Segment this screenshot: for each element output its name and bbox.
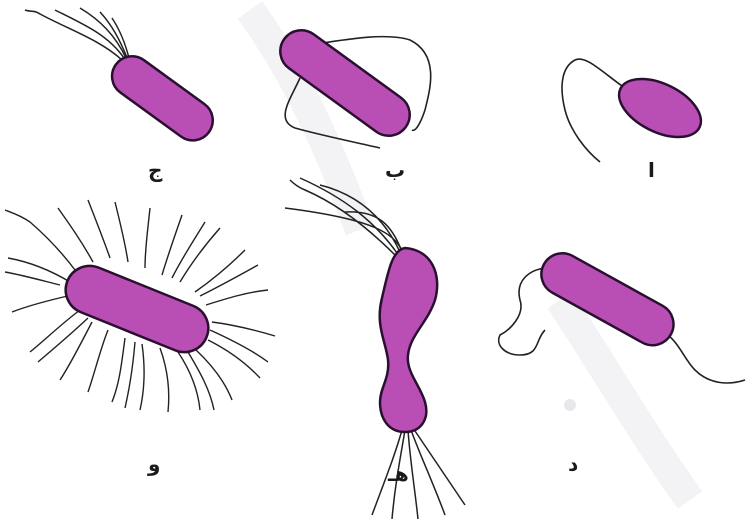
cell-panel-jim: [25, 8, 221, 148]
cell-body-vav: [58, 259, 215, 360]
decorative-dot: [564, 399, 576, 411]
cell-body-he: [380, 248, 437, 432]
label-jim: ج: [148, 158, 162, 182]
cell-body-jim: [104, 48, 221, 148]
flagella-tuft-jim: [25, 8, 130, 62]
label-he: هـ: [388, 462, 409, 486]
label-be: ب: [385, 158, 405, 182]
cell-panel-vav: [5, 200, 275, 412]
cell-panel-be: [272, 22, 431, 148]
flagella-tuft-he-bottom: [372, 428, 465, 519]
cell-body-dal: [534, 246, 681, 353]
flagellum-dal-left: [499, 268, 545, 355]
flagellum-alef: [562, 59, 622, 162]
cell-panel-alef: [562, 59, 710, 162]
label-vav: و: [148, 452, 160, 476]
label-dal: د: [568, 452, 578, 476]
label-alef: ا: [648, 158, 655, 182]
cell-body-alef: [610, 67, 710, 149]
cell-panel-dal: [499, 246, 745, 383]
flagellum-dal-right: [668, 335, 745, 383]
cell-panel-he: [285, 178, 465, 519]
